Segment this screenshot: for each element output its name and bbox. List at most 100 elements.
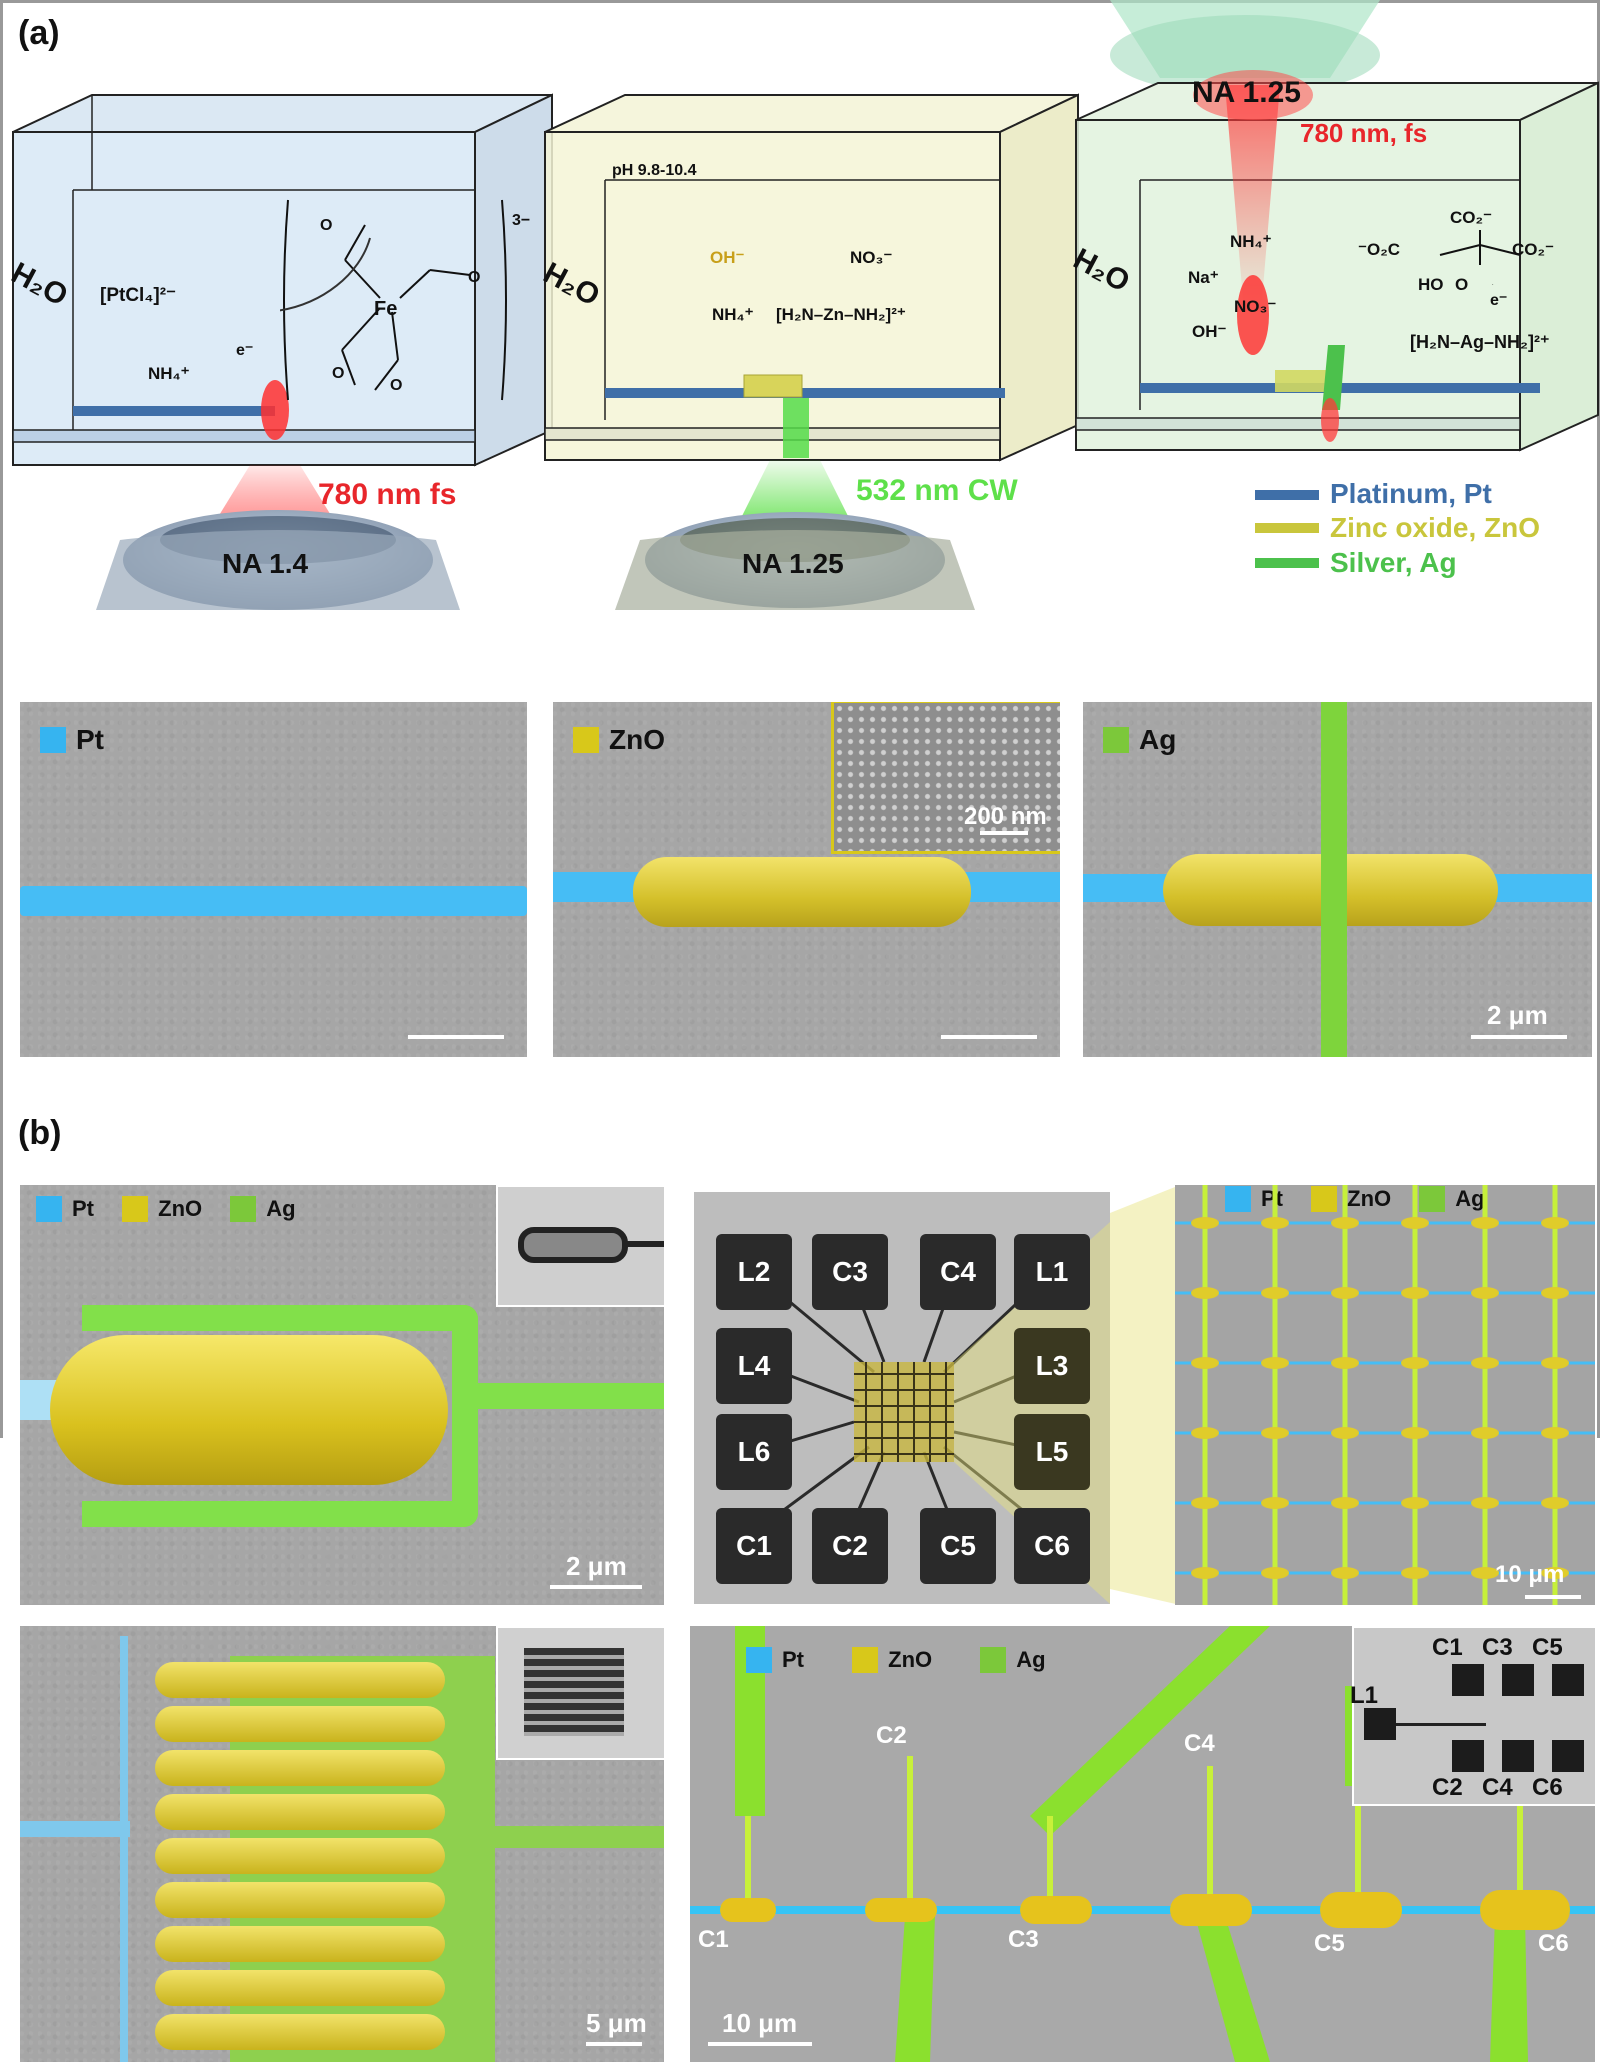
optical-lead xyxy=(626,1241,664,1247)
legend-b1: Pt ZnO Ag xyxy=(36,1195,296,1223)
optical-fingers xyxy=(524,1648,624,1736)
legend-b1-zno-swatch xyxy=(122,1196,149,1223)
legend-b1-ag: Ag xyxy=(266,1196,296,1222)
ag-lead xyxy=(478,1383,664,1409)
legend-ag: Silver, Ag xyxy=(1330,547,1457,578)
inset-trace xyxy=(1396,1723,1486,1726)
no3-label-3: NO₃⁻ xyxy=(1234,297,1277,316)
oh-label-3: OH⁻ xyxy=(1192,322,1227,341)
citrate-left: ⁻O₂C xyxy=(1358,240,1401,259)
laser-label-3: 780 nm, fs xyxy=(1300,118,1428,148)
ag-wire xyxy=(1321,702,1347,1057)
legend-b2-zno-swatch xyxy=(1311,1186,1338,1213)
panel-a-frame xyxy=(0,0,1600,1438)
pad-L3: L3 xyxy=(1014,1328,1090,1404)
crossbar-grid: Pt ZnO Ag 10 μm xyxy=(1175,1185,1595,1605)
oh-label-2: OH⁻ xyxy=(710,248,745,267)
nh4-1: NH₄⁺ xyxy=(148,364,190,383)
pad-C4: C4 xyxy=(920,1234,996,1310)
zno-inset: 200 nm xyxy=(831,702,1060,854)
na-ion-label: Na⁺ xyxy=(1188,268,1219,287)
pad-L2: L2 xyxy=(716,1234,792,1310)
optical-inset-2 xyxy=(496,1626,664,1760)
electron-1: e⁻ xyxy=(236,342,254,359)
pt-bus xyxy=(120,1636,128,2062)
panel-b-label: (b) xyxy=(18,1114,62,1152)
pad-C2: C2 xyxy=(812,1508,888,1584)
legend-b3-ag-swatch xyxy=(980,1647,1007,1674)
pad-L4: L4 xyxy=(716,1328,792,1404)
pt-bus-lead xyxy=(20,1821,130,1837)
zno-rod xyxy=(633,857,971,927)
legend-b1-pt: Pt xyxy=(72,1196,94,1222)
scale-bar-b1 xyxy=(550,1585,642,1589)
legend-b3-zno: ZnO xyxy=(888,1647,933,1673)
scale-text-b3: 5 μm xyxy=(586,2008,647,2038)
ag-loop xyxy=(82,1305,478,1527)
legend-b1-zno: ZnO xyxy=(158,1196,203,1222)
label-c3: C3 xyxy=(1008,1926,1039,1953)
legend-b3-pt-swatch xyxy=(746,1647,772,1674)
inset-label-c5: C5 xyxy=(1532,1634,1563,1661)
inset-label-c6: C6 xyxy=(1532,1774,1563,1801)
sem-zno: ZnO 200 nm xyxy=(553,702,1060,1057)
ho-label: HO xyxy=(1418,275,1444,294)
oxalate-structure: O O O O xyxy=(280,199,507,401)
legend-b3-pt: Pt xyxy=(782,1647,804,1673)
pad-L6: L6 xyxy=(716,1414,792,1490)
legend-b1-ag-swatch xyxy=(230,1196,257,1223)
scale-text-grid: 10 μm xyxy=(1495,1561,1565,1588)
sem-device-3: Pt ZnO Ag C1 C2 C3 C4 C5 C6 L1 C1 C3 C5 … xyxy=(690,1626,1595,2062)
scale-text-3: 2 μm xyxy=(1487,1000,1548,1030)
inset-pad-c5 xyxy=(1552,1664,1584,1696)
reaction-box-ag xyxy=(1075,0,1599,452)
legend-b3-zno-swatch xyxy=(852,1647,879,1674)
inset-pad-c4 xyxy=(1502,1740,1534,1772)
reaction-box-pt xyxy=(12,93,553,610)
svg-text:O: O xyxy=(390,377,402,394)
legend-b1-pt-swatch xyxy=(36,1196,62,1223)
optical-device-shape xyxy=(518,1227,628,1263)
inset-pad-c6 xyxy=(1552,1740,1584,1772)
legend-b2-ag-swatch xyxy=(1419,1186,1446,1213)
optical-inset-1 xyxy=(496,1185,664,1307)
scale-bar-1 xyxy=(408,1035,504,1039)
ag-complex: [H₂N–Ag–NH₂]²⁺ xyxy=(1410,332,1550,352)
optical-inset-3: L1 C1 C3 C5 C2 C4 C6 xyxy=(1350,1626,1595,1806)
legend-b2-ag: Ag xyxy=(1455,1186,1485,1212)
inset-label-c4: C4 xyxy=(1482,1774,1513,1801)
citrate-right: CO₂⁻ xyxy=(1512,240,1555,259)
pt-tag: Pt xyxy=(76,724,104,755)
pad-C1: C1 xyxy=(716,1508,792,1584)
ph-label: pH 9.8-10.4 xyxy=(612,162,697,179)
inset-pad-c2 xyxy=(1452,1740,1484,1772)
label-c5: C5 xyxy=(1314,1930,1345,1957)
svg-text:O: O xyxy=(320,217,332,234)
inset-label-l1: L1 xyxy=(1350,1682,1379,1709)
zoom-connector xyxy=(1110,1185,1180,1605)
inset-scale-bar xyxy=(980,831,1028,835)
ag-swatch xyxy=(1103,727,1129,753)
nh4-label-2: NH₄⁺ xyxy=(712,305,754,324)
legend-b3: Pt ZnO Ag xyxy=(746,1646,1046,1674)
panel-a-label: (a) xyxy=(18,14,60,52)
scale-bar-b4 xyxy=(708,2042,812,2046)
co2-top: CO₂⁻ xyxy=(1450,208,1493,227)
legend-zno: Zinc oxide, ZnO xyxy=(1330,512,1541,543)
laser-label-1: 780 nm fs xyxy=(318,478,457,511)
pad-L1: L1 xyxy=(1014,1234,1090,1310)
legend-b3-ag: Ag xyxy=(1016,1647,1046,1673)
label-c2: C2 xyxy=(876,1722,907,1749)
inset-scale-text: 200 nm xyxy=(964,803,1047,830)
zno-tag: ZnO xyxy=(609,724,665,755)
inset-pad-c1 xyxy=(1452,1664,1484,1696)
na-label-1: NA 1.4 xyxy=(222,548,309,579)
na-label-3: NA 1.25 xyxy=(1192,76,1301,109)
zno-swatch xyxy=(573,727,599,753)
legend-b2-zno: ZnO xyxy=(1347,1186,1392,1212)
reaction-box-zno xyxy=(544,93,1079,610)
sem-ag-legend: Ag xyxy=(1103,724,1176,756)
pad-C6: C6 xyxy=(1014,1508,1090,1584)
sem-device-2: 5 μm xyxy=(20,1626,664,2062)
sem-zno-legend: ZnO xyxy=(573,724,665,756)
